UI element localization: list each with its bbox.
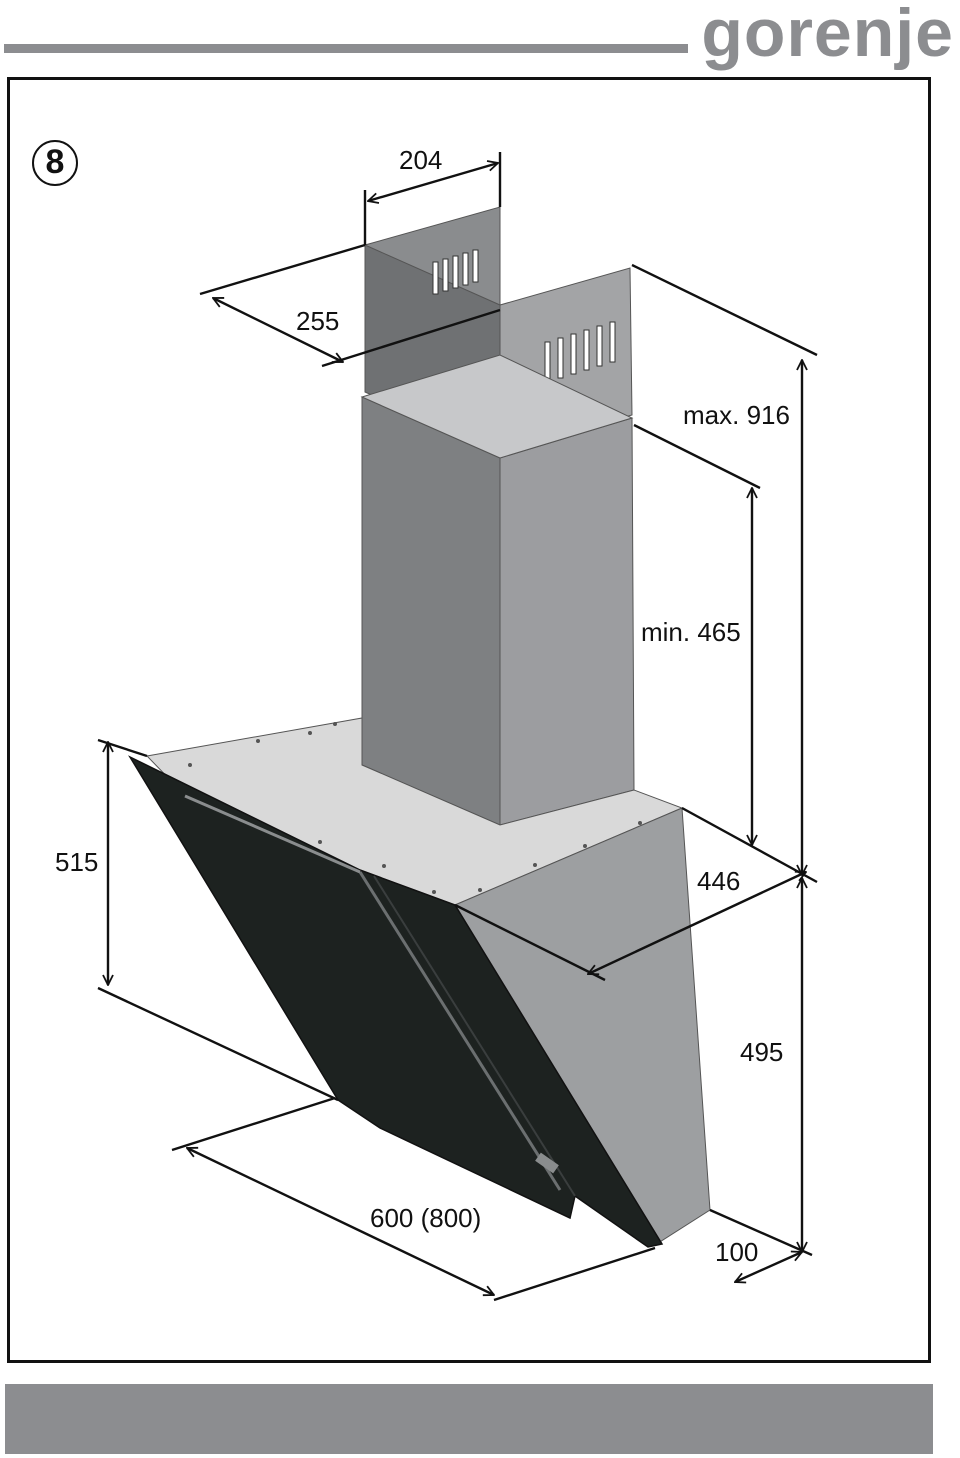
step-number-badge: 8 <box>32 140 78 186</box>
dimension-lines <box>97 152 818 1302</box>
dim-width: 600 (800) <box>370 1203 482 1233</box>
dim-chimney-width: 204 <box>399 145 443 175</box>
footer-bar <box>5 1384 933 1454</box>
dim-min-height: min. 465 <box>641 617 741 647</box>
header-rule <box>4 44 688 53</box>
dim-body-height: 495 <box>740 1037 784 1067</box>
dim-front-height: 515 <box>55 847 99 877</box>
glass-front-panel <box>128 755 664 1248</box>
dim-hood-depth: 446 <box>697 866 741 896</box>
lower-chimney <box>360 354 635 826</box>
diagram-frame <box>7 77 931 1363</box>
dim-base-depth: 100 <box>715 1237 759 1267</box>
dim-max-height: max. 916 <box>683 400 790 430</box>
brand-logo: gorenje <box>701 0 954 71</box>
dim-chimney-depth: 255 <box>296 306 340 336</box>
